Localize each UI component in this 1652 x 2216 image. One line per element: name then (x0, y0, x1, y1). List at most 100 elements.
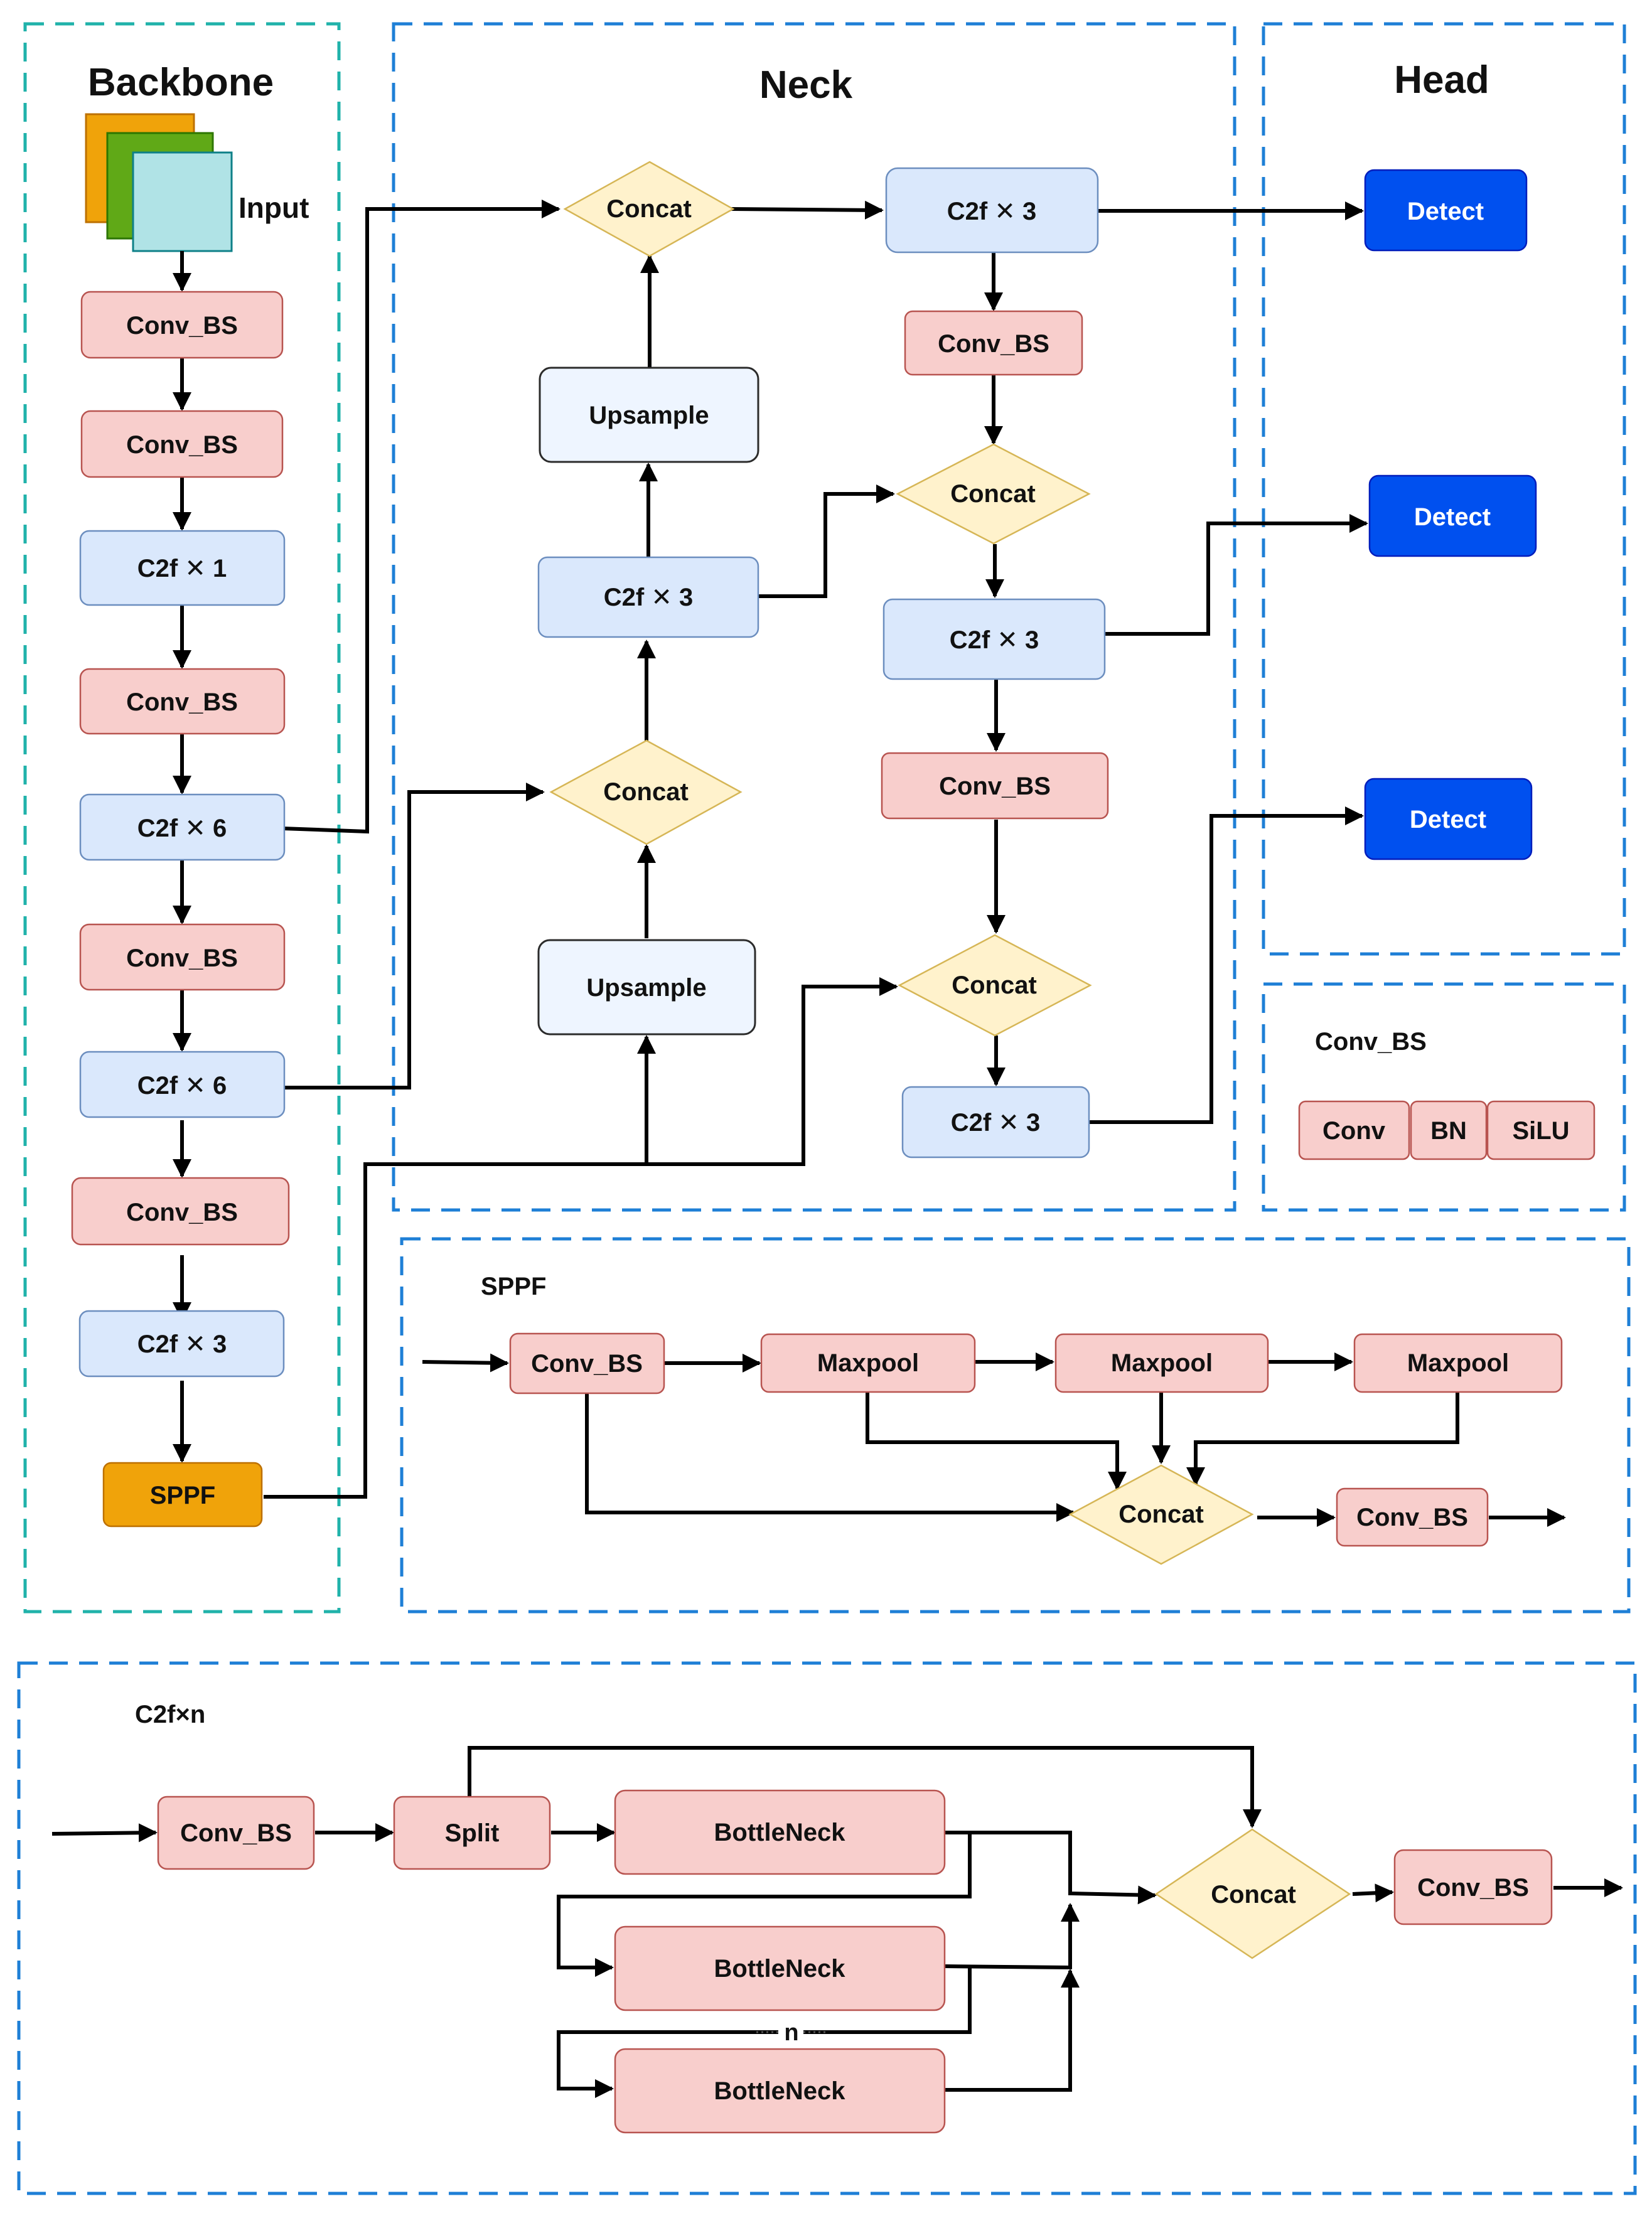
c2f-bottleneck-1-label: BottleNeck (714, 1819, 846, 1846)
backbone-conv-bs-3: Conv_BS (79, 668, 286, 735)
neck-conv-bs-a-label: Conv_BS (938, 330, 1049, 358)
backbone-conv-bs-5-label: Conv_BS (126, 1199, 238, 1226)
head-frame (1262, 22, 1626, 956)
backbone-conv-bs-4-label: Conv_BS (126, 945, 238, 972)
head-detect-1: Detect (1364, 169, 1528, 252)
head-title: Head (1394, 58, 1489, 102)
neck-c2f-b-label: C2f ✕ 3 (947, 198, 1036, 225)
sppf-maxpool-3-label: Maxpool (1407, 1349, 1509, 1377)
neck-concat-1-label: Concat (606, 195, 692, 223)
neck-c2f-a: C2f ✕ 3 (537, 556, 759, 638)
sppf-conv-bs-in-label: Conv_BS (531, 1350, 643, 1378)
c2f-conv-bs-in-label: Conv_BS (180, 1819, 292, 1847)
c2f-title: C2f×n (135, 1701, 205, 1728)
backbone-c2f-3: C2f ✕ 6 (79, 1051, 286, 1118)
neck-conv-bs-b-label: Conv_BS (939, 773, 1051, 800)
sppf-conv-bs-in: Conv_BS (509, 1332, 665, 1394)
backbone-conv-bs-1-label: Conv_BS (126, 312, 238, 340)
neck-concat-4-label: Concat (952, 972, 1037, 999)
neck-concat-3-label: Concat (950, 480, 1036, 508)
convbs-title: Conv_BS (1315, 1028, 1427, 1056)
head-detect-3: Detect (1364, 778, 1533, 860)
backbone-conv-bs-5: Conv_BS (71, 1177, 290, 1246)
sppf-concat: Concat (1068, 1464, 1254, 1565)
neck-upsample-1: Upsample (539, 367, 759, 463)
sppf-maxpool-2: Maxpool (1054, 1333, 1269, 1393)
c2f-frame (17, 1661, 1637, 2195)
neck-upsample-2-label: Upsample (586, 974, 706, 1002)
sppf-title: SPPF (481, 1273, 546, 1300)
input-stack-icon (85, 113, 233, 252)
backbone-conv-bs-2-label: Conv_BS (126, 431, 238, 459)
sppf-frame (400, 1237, 1631, 1614)
convbs-frame (1262, 982, 1626, 1212)
sppf-concat-label: Concat (1118, 1501, 1204, 1528)
backbone-c2f-3-label: C2f ✕ 6 (137, 1072, 227, 1100)
sppf-maxpool-1-label: Maxpool (817, 1349, 919, 1377)
c2f-n-marker: n (756, 2018, 827, 2046)
sppf-conv-bs-out-label: Conv_BS (1356, 1504, 1468, 1531)
neck-concat-3: Concat (896, 443, 1091, 545)
sppf-maxpool-1: Maxpool (760, 1333, 976, 1393)
edges (51, 200, 1623, 2098)
convbs-bn-label: BN (1430, 1117, 1467, 1145)
backbone-c2f-2: C2f ✕ 6 (79, 793, 286, 861)
backbone-c2f-1-label: C2f ✕ 1 (137, 555, 227, 582)
neck-concat-4: Concat (898, 934, 1092, 1037)
backbone-frame (23, 22, 341, 1614)
backbone-c2f-1: C2f ✕ 1 (79, 530, 286, 606)
c2f-bottleneck-3-label: BottleNeck (714, 2077, 846, 2105)
neck-upsample-1-label: Upsample (589, 402, 709, 429)
convbs-silu-label: SiLU (1512, 1117, 1569, 1145)
backbone-conv-bs-2: Conv_BS (80, 410, 284, 478)
c2f-split-label: Split (445, 1819, 500, 1847)
c2f-bottleneck-2: BottleNeck (614, 1925, 946, 2011)
c2f-conv-bs-out: Conv_BS (1393, 1849, 1553, 1925)
head-detect-2-label: Detect (1414, 503, 1491, 531)
c2f-bottleneck-1: BottleNeck (614, 1789, 946, 1875)
neck-concat-2: Concat (549, 739, 743, 845)
backbone-conv-bs-1: Conv_BS (80, 291, 284, 359)
neck-c2f-d: C2f ✕ 3 (901, 1086, 1090, 1159)
head-detect-2: Detect (1368, 474, 1537, 557)
backbone-c2f-2-label: C2f ✕ 6 (137, 815, 227, 842)
backbone-c2f-4-label: C2f ✕ 3 (137, 1330, 227, 1358)
neck-conv-bs-b: Conv_BS (881, 752, 1109, 820)
sppf-conv-bs-out: Conv_BS (1336, 1487, 1489, 1547)
neck-conv-bs-a: Conv_BS (904, 310, 1083, 376)
c2f-bottleneck-3: BottleNeck (614, 2048, 946, 2134)
head-detect-1-label: Detect (1407, 198, 1484, 225)
neck-c2f-d-label: C2f ✕ 3 (951, 1109, 1040, 1137)
backbone-title: Backbone (88, 61, 274, 104)
neck-c2f-c-label: C2f ✕ 3 (950, 626, 1039, 654)
backbone-sppf-label: SPPF (150, 1482, 215, 1509)
backbone-sppf: SPPF (102, 1462, 263, 1528)
sppf-maxpool-3: Maxpool (1353, 1333, 1563, 1393)
sppf-maxpool-2-label: Maxpool (1111, 1349, 1213, 1377)
neck-frame (392, 22, 1236, 1212)
c2f-n-label: n (784, 2020, 798, 2046)
c2f-concat-label: Concat (1211, 1881, 1296, 1908)
convbs-silu: SiLU (1486, 1100, 1596, 1160)
head-detect-3-label: Detect (1410, 806, 1486, 833)
neck-c2f-b: C2f ✕ 3 (885, 167, 1099, 254)
neck-title: Neck (759, 63, 853, 107)
neck-concat-1: Concat (563, 161, 735, 257)
neck-upsample-2: Upsample (537, 939, 756, 1036)
backbone-conv-bs-3-label: Conv_BS (126, 688, 238, 716)
neck-concat-2-label: Concat (603, 778, 689, 806)
convbs-conv: Conv (1298, 1100, 1410, 1160)
neck-c2f-a-label: C2f ✕ 3 (604, 584, 693, 611)
backbone-c2f-4: C2f ✕ 3 (78, 1310, 285, 1378)
input-label: Input (239, 191, 309, 224)
c2f-split: Split (393, 1796, 551, 1870)
c2f-bottleneck-2-label: BottleNeck (714, 1955, 846, 1983)
convbs-conv-label: Conv (1322, 1117, 1386, 1145)
convbs-bn: BN (1410, 1100, 1488, 1160)
c2f-conv-bs-out-label: Conv_BS (1417, 1874, 1529, 1902)
neck-c2f-c: C2f ✕ 3 (882, 598, 1106, 680)
c2f-concat: Concat (1154, 1828, 1351, 1959)
c2f-conv-bs-in: Conv_BS (157, 1796, 315, 1870)
backbone-conv-bs-4: Conv_BS (79, 923, 286, 991)
